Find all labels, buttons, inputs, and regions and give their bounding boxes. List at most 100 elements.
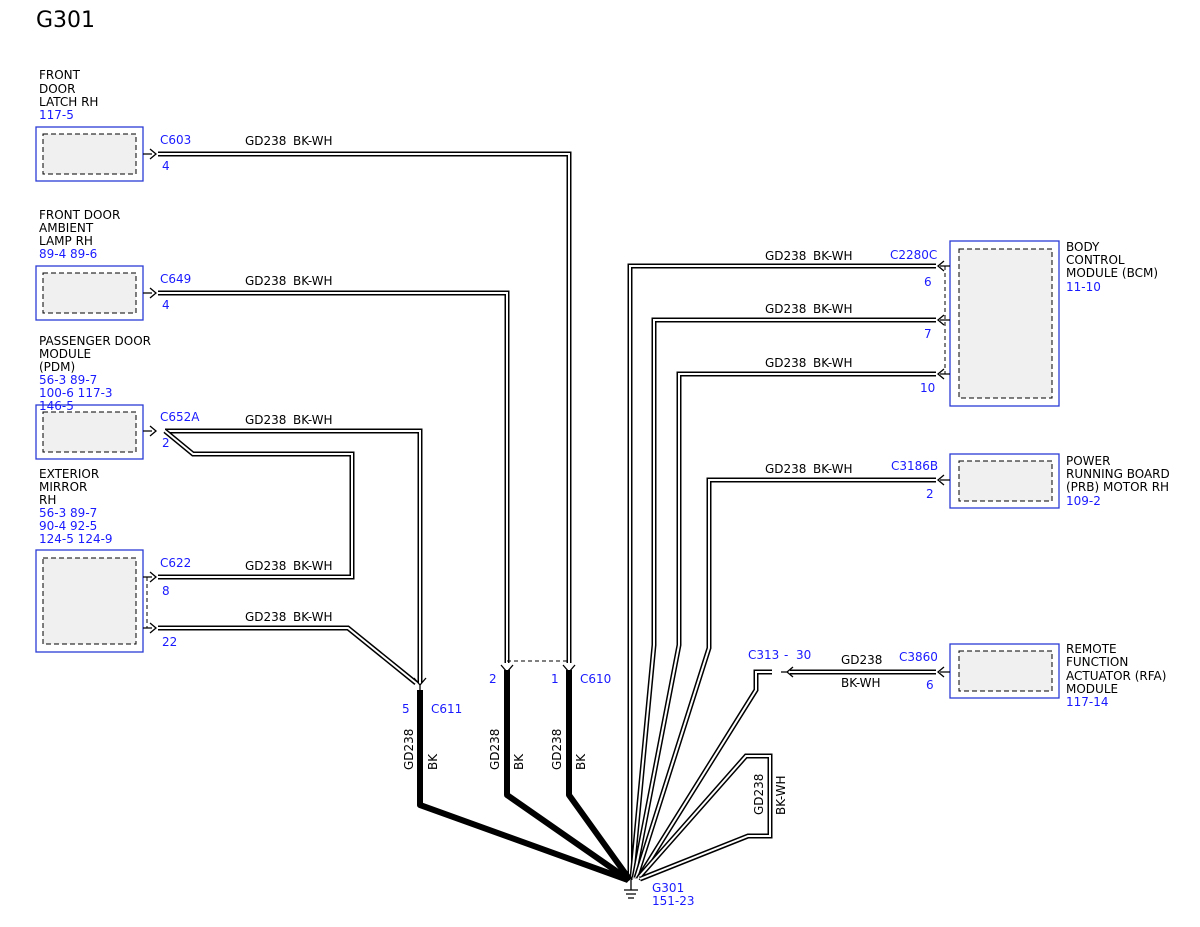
page-title: G301 bbox=[36, 8, 95, 33]
wire-circuit: GD238 bbox=[765, 249, 806, 263]
wire-circuit: GD238 bbox=[550, 729, 564, 770]
module-bcm[interactable]: BODY CONTROL MODULE (BCM) 11-10 bbox=[949, 240, 1158, 407]
wire-c622-22[interactable] bbox=[158, 625, 418, 685]
trunk-c610-1[interactable] bbox=[566, 670, 633, 882]
wire-color: BK-WH bbox=[841, 676, 881, 690]
module-name-line: MODULE bbox=[39, 347, 91, 361]
module-name-line: ACTUATOR (RFA) bbox=[1066, 669, 1166, 683]
module-rfa[interactable]: REMOTE FUNCTION ACTUATOR (RFA) MODULE 11… bbox=[949, 642, 1166, 709]
connector-id[interactable]: C3860 bbox=[899, 650, 938, 664]
module-ref[interactable]: 124-5 124-9 bbox=[39, 532, 113, 546]
connector-id[interactable]: C603 bbox=[160, 133, 191, 147]
module-ref[interactable]: 109-2 bbox=[1066, 494, 1101, 508]
module-name-line: MODULE bbox=[1066, 682, 1118, 696]
ground-symbol[interactable]: G301 151-23 bbox=[624, 880, 695, 908]
module-front-door-ambient[interactable]: FRONT DOOR AMBIENT LAMP RH 89-4 89-6 bbox=[35, 208, 144, 321]
wire-circuit: GD238 bbox=[752, 774, 766, 815]
module-ref[interactable]: 90-4 92-5 bbox=[39, 519, 97, 533]
module-name-line: MIRROR bbox=[39, 480, 87, 494]
wire-bcm-7-core bbox=[631, 319, 936, 879]
module-ref[interactable]: 56-3 89-7 bbox=[39, 373, 97, 387]
connector-pin: 22 bbox=[162, 635, 177, 649]
connector-id[interactable]: C649 bbox=[160, 272, 191, 286]
module-ref[interactable]: 117-14 bbox=[1066, 695, 1109, 709]
module-name-line: RH bbox=[39, 493, 56, 507]
connector-id[interactable]: C3186B bbox=[891, 459, 938, 473]
wire-circuit: GD238 bbox=[245, 274, 286, 288]
connector-pin: 5 bbox=[402, 702, 410, 716]
module-inner bbox=[958, 248, 1053, 399]
wire-circuit: GD238 bbox=[245, 559, 286, 573]
trunk-c610-2[interactable] bbox=[504, 670, 631, 883]
module-pdm[interactable]: PASSENGER DOOR MODULE (PDM) 56-3 89-7 10… bbox=[35, 334, 151, 460]
wire-c652a[interactable] bbox=[165, 428, 423, 683]
wire-circuit: GD238 bbox=[245, 134, 286, 148]
module-exterior-mirror[interactable]: EXTERIOR MIRROR RH 56-3 89-7 90-4 92-5 1… bbox=[35, 467, 144, 653]
module-ref[interactable]: 100-6 117-3 bbox=[39, 386, 113, 400]
wire-c649[interactable] bbox=[158, 290, 510, 663]
pin-arrow bbox=[781, 666, 794, 678]
module-inner bbox=[42, 272, 137, 314]
connector-id[interactable]: C313 bbox=[748, 648, 779, 662]
pin-arrow bbox=[936, 666, 950, 678]
wire-circuit: GD238 bbox=[841, 653, 882, 667]
module-inner bbox=[958, 650, 1053, 692]
connector-id[interactable]: C2280C bbox=[890, 248, 937, 262]
wire-color: BK-WH bbox=[293, 413, 333, 427]
pin-symbols bbox=[143, 148, 950, 692]
module-front-door-latch[interactable]: FRONT DOOR LATCH RH 117-5 bbox=[35, 68, 144, 182]
trunk-c611[interactable] bbox=[417, 690, 630, 883]
module-name-line: CONTROL bbox=[1066, 253, 1125, 267]
connector-id[interactable]: C611 bbox=[431, 702, 462, 716]
connector-id[interactable]: C622 bbox=[160, 556, 191, 570]
connector-pin: 30 bbox=[796, 648, 811, 662]
wire-color: BK-WH bbox=[293, 134, 333, 148]
module-name-line: LAMP RH bbox=[39, 234, 93, 248]
wire-color: BK-WH bbox=[293, 559, 333, 573]
connector-pin: 2 bbox=[162, 436, 170, 450]
ground-id[interactable]: G301 bbox=[652, 881, 684, 895]
module-name-line: BODY bbox=[1066, 240, 1100, 254]
module-name-line: AMBIENT bbox=[39, 221, 94, 235]
ground-ref[interactable]: 151-23 bbox=[652, 894, 695, 908]
connector-id[interactable]: C652A bbox=[160, 410, 200, 424]
pin-arrow bbox=[936, 314, 950, 326]
ground-icon bbox=[624, 880, 638, 899]
wire-prb-core bbox=[635, 479, 936, 879]
wire-circuit: GD238 bbox=[245, 610, 286, 624]
module-name-line: LATCH RH bbox=[39, 95, 98, 109]
connector-pin: 7 bbox=[924, 327, 932, 341]
module-ref[interactable]: 117-5 bbox=[39, 108, 74, 122]
connector-labels: C603 4 C649 4 C652A 2 C622 8 22 C2280C 6… bbox=[160, 133, 938, 716]
wire-c622-22-core bbox=[158, 627, 417, 684]
module-name-line: EXTERIOR bbox=[39, 467, 99, 481]
connector-pin: 8 bbox=[162, 584, 170, 598]
pin-arrow bbox=[143, 425, 158, 437]
module-inner bbox=[42, 133, 137, 175]
module-name-line: POWER bbox=[1066, 454, 1110, 468]
wire-color: BK-WH bbox=[813, 356, 853, 370]
module-name-line: (PRB) MOTOR RH bbox=[1066, 480, 1169, 494]
pin-arrow bbox=[936, 368, 950, 380]
wire-bcm-10-core bbox=[633, 373, 936, 879]
module-ref[interactable]: 56-3 89-7 bbox=[39, 506, 97, 520]
wire-color: BK bbox=[512, 753, 526, 770]
wire-c652a-c622-core bbox=[158, 430, 353, 578]
wire-circuit: GD238 bbox=[765, 302, 806, 316]
pin-arrow bbox=[143, 287, 158, 299]
module-name-line: DOOR bbox=[39, 82, 75, 96]
module-ref[interactable]: 146-5 bbox=[39, 399, 74, 413]
module-name-line: PASSENGER DOOR bbox=[39, 334, 151, 348]
wire-color: BK-WH bbox=[813, 249, 853, 263]
connector-pin: 1 bbox=[551, 672, 559, 686]
wire-c313-core bbox=[637, 671, 772, 880]
wire-circuit: GD238 bbox=[402, 729, 416, 770]
wire-c652a-core bbox=[165, 430, 421, 683]
wire-circuit: GD238 bbox=[765, 462, 806, 476]
module-prb[interactable]: POWER RUNNING BOARD (PRB) MOTOR RH 109-2 bbox=[949, 453, 1170, 509]
connector-id[interactable]: C610 bbox=[580, 672, 611, 686]
module-ref[interactable]: 11-10 bbox=[1066, 280, 1101, 294]
module-name-line: FRONT DOOR bbox=[39, 208, 120, 222]
module-ref[interactable]: 89-4 89-6 bbox=[39, 247, 97, 261]
